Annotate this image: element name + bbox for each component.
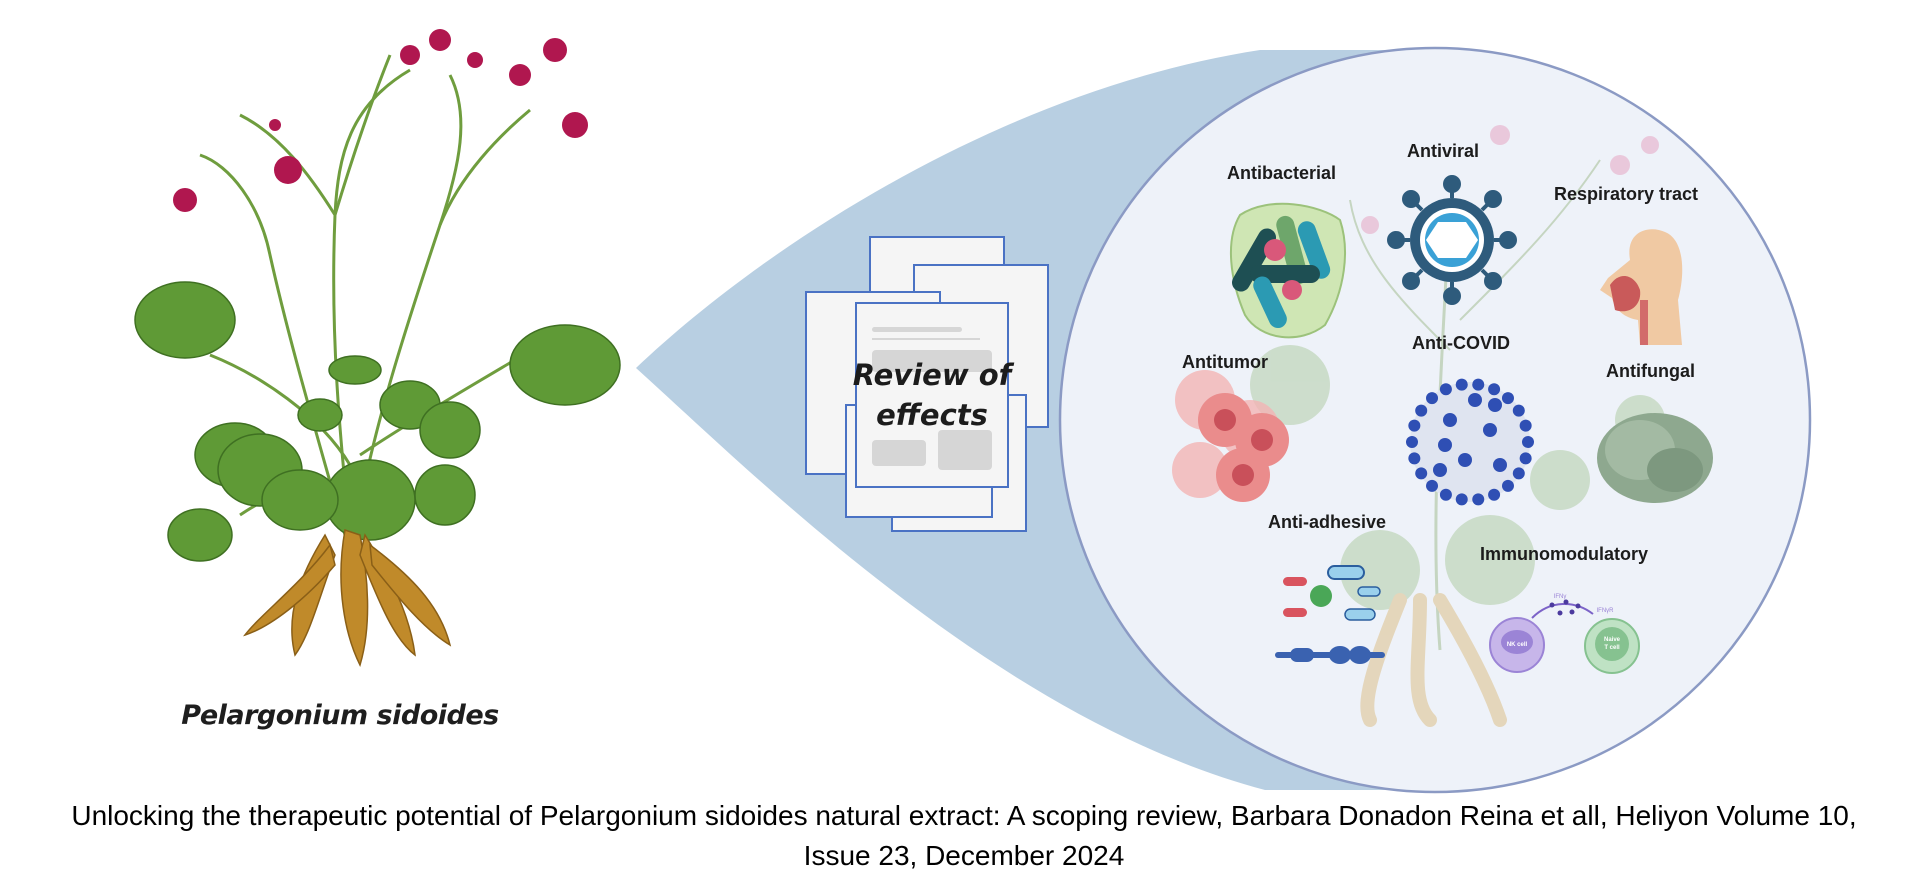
covid-spike xyxy=(1472,493,1485,506)
covid-surface-protein xyxy=(1458,453,1472,467)
review-label-line1: Review of xyxy=(852,358,1012,392)
review-label-line2: effects xyxy=(876,398,988,432)
receptor-label: IFNγR xyxy=(1597,608,1615,614)
covid-spike xyxy=(1519,452,1532,465)
effect-label-antifungal: Antifungal xyxy=(1606,361,1695,381)
caption-line2: Issue 23, December 2024 xyxy=(803,840,1125,871)
fungus-icon xyxy=(1597,413,1713,503)
magnifier-cone: NK cell Naive T cell IFNγ IFNγR xyxy=(636,46,1812,794)
covid-spike xyxy=(1455,378,1468,391)
covid-spike xyxy=(1519,419,1532,432)
covid-spike xyxy=(1501,392,1514,405)
effect-label-anti-covid: Anti-COVID xyxy=(1412,333,1510,353)
effect-label-antiviral: Antiviral xyxy=(1407,141,1480,161)
effect-label-antibacterial: Antibacterial xyxy=(1227,163,1337,183)
effect-label-anti-adhesive: Anti-adhesive xyxy=(1268,512,1387,532)
covid-surface-protein xyxy=(1483,423,1497,437)
effect-label-antitumor: Antitumor xyxy=(1182,352,1268,372)
covid-spike xyxy=(1488,488,1501,501)
virus-icon xyxy=(1387,175,1517,305)
immune-cells-icon: NK cell Naive T cell IFNγ IFNγR xyxy=(1489,594,1640,674)
covid-spike xyxy=(1512,404,1525,417)
covid-spike xyxy=(1472,378,1485,391)
covid-surface-protein xyxy=(1443,413,1457,427)
covid-spike xyxy=(1512,467,1525,480)
figure-caption: Unlocking the therapeutic potential of P… xyxy=(0,796,1928,876)
covid-surface-protein xyxy=(1468,393,1482,407)
effect-label-respiratory-tract: Respiratory tract xyxy=(1554,184,1699,204)
covid-surface-protein xyxy=(1493,458,1507,472)
covid-spike xyxy=(1501,479,1514,492)
bacteria-cluster-icon xyxy=(1230,202,1346,339)
t-cell-label-line1: Naive xyxy=(1604,637,1621,643)
covid-spike xyxy=(1439,488,1452,501)
coronavirus-icon xyxy=(1406,378,1534,506)
document-placeholder-lines xyxy=(872,327,992,470)
covid-spike xyxy=(1408,452,1421,465)
covid-spike xyxy=(1415,404,1428,417)
covid-spike xyxy=(1426,392,1439,405)
nk-cell-label: NK cell xyxy=(1507,642,1528,648)
covid-spike xyxy=(1455,493,1468,506)
covid-spike xyxy=(1406,436,1418,448)
bacteria-adhesion-icon xyxy=(1275,565,1385,664)
pelargonium-plant-illustration xyxy=(134,29,621,668)
species-name-label: Pelargonium sidoides xyxy=(181,700,499,731)
covid-surface-protein xyxy=(1488,398,1502,412)
cytokine-label: IFNγ xyxy=(1554,594,1567,600)
covid-spike xyxy=(1439,383,1452,396)
covid-spike xyxy=(1522,436,1534,448)
caption-line1: Unlocking the therapeutic potential of P… xyxy=(71,800,1857,831)
review-of-effects-label: Review of effects xyxy=(852,355,1012,435)
covid-surface-protein xyxy=(1433,463,1447,477)
covid-spike xyxy=(1415,467,1428,480)
covid-spike xyxy=(1426,479,1439,492)
effect-label-immunomodulatory: Immunomodulatory xyxy=(1480,544,1649,564)
tumor-cells-icon xyxy=(1172,370,1289,502)
t-cell-label-line2: T cell xyxy=(1604,645,1620,651)
head-airway-icon xyxy=(1600,229,1683,345)
covid-spike xyxy=(1488,383,1501,396)
covid-surface-protein xyxy=(1438,438,1452,452)
covid-spike xyxy=(1408,419,1421,432)
